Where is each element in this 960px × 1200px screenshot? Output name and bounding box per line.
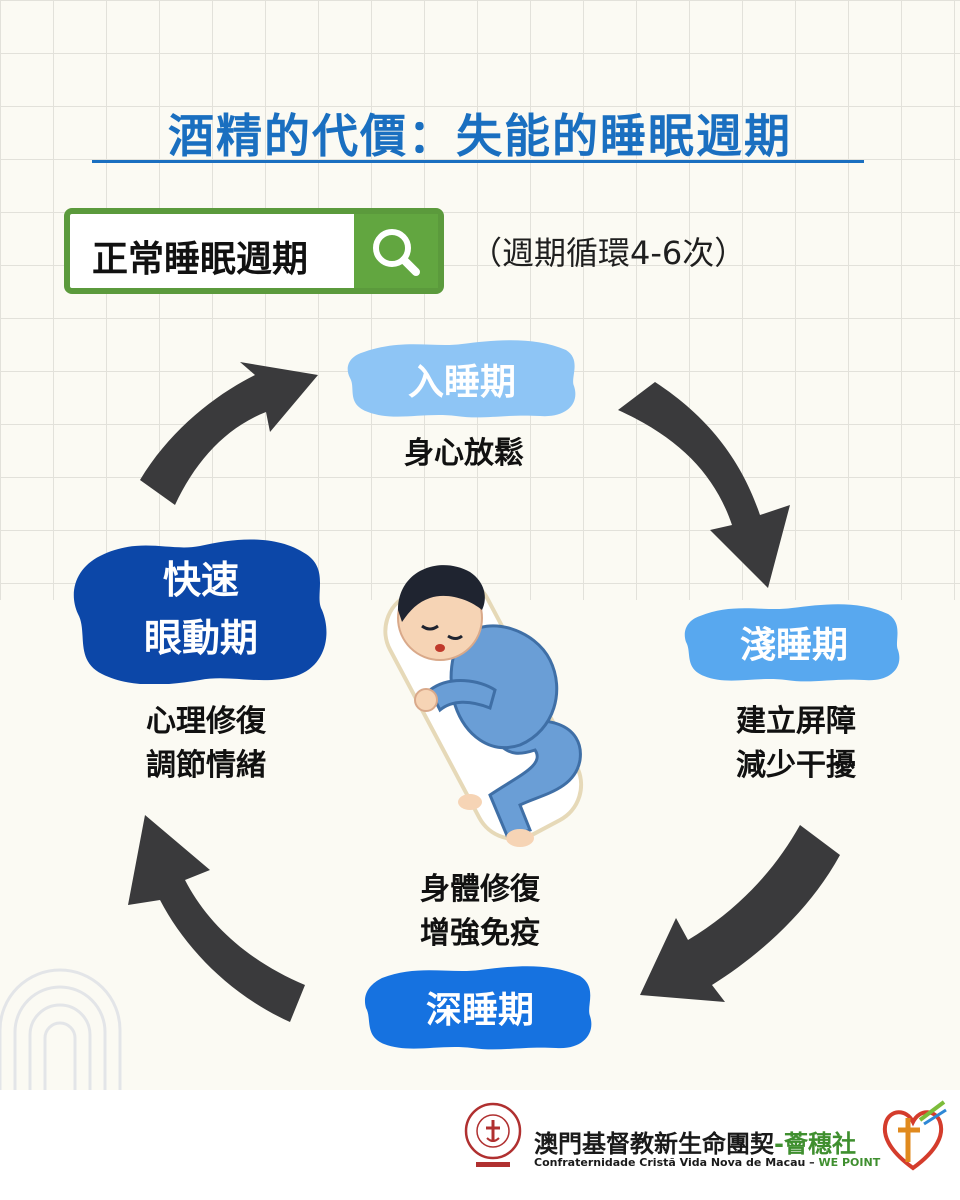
blob-shape	[73, 539, 327, 684]
arrow-onset-to-light	[618, 382, 790, 588]
blob-shape	[684, 604, 900, 682]
page-title: 酒精的代價：失能的睡眠週期	[168, 109, 792, 163]
stage-rem-name-line2: 眼動期	[143, 616, 258, 660]
stage-rem-desc: 心理修復 調節情緒	[146, 704, 266, 783]
arrow-deep-to-rem	[128, 815, 305, 1022]
arch-decoration	[0, 968, 122, 1090]
program-name: -薈穗社	[774, 1130, 856, 1158]
blob-shape	[347, 340, 576, 418]
stage-deep-blob: 深睡期	[362, 962, 598, 1052]
stage-rem-blob: 快速 眼動期	[70, 534, 332, 684]
stage-light-desc: 建立屏障 減少干擾	[736, 704, 856, 783]
stage-light-name: 淺睡期	[739, 625, 848, 666]
we-point-logo	[882, 1100, 947, 1171]
stage-onset-blob: 入睡期	[344, 338, 580, 420]
stage-onset-name: 入睡期	[407, 362, 516, 403]
cycle-note: （週期循環4-6次）	[470, 234, 747, 272]
search-bar-label: 正常睡眠週期	[92, 239, 309, 280]
footer: 澳門基督教新生命團契-薈穗社 Confraternidade Cristã Vi…	[0, 1090, 960, 1200]
stage-deep-name: 深睡期	[425, 990, 534, 1031]
search-icon	[373, 229, 420, 276]
search-button[interactable]	[354, 214, 438, 288]
org-name: 澳門基督教新生命團契-薈穗社	[534, 1130, 856, 1158]
stage-deep-desc: 身體修復 增強免疫	[420, 872, 540, 951]
stage-rem-name-line1: 快速	[162, 558, 239, 602]
title-underline	[92, 160, 864, 163]
church-logo	[464, 1102, 522, 1167]
org-subtitle: Confraternidade Cristã Vida Nova de Maca…	[534, 1156, 881, 1169]
stage-light-blob: 淺睡期	[682, 600, 906, 684]
cycle-arrows	[128, 362, 840, 1022]
stage-onset-desc: 身心放鬆	[404, 436, 524, 471]
arrow-rem-to-onset	[140, 362, 318, 505]
search-bar[interactable]: 正常睡眠週期	[64, 208, 444, 294]
program-en: WE POINT	[818, 1156, 881, 1169]
blob-shape	[364, 966, 592, 1050]
sleeping-person-illustration	[383, 565, 584, 847]
arrow-light-to-deep	[640, 825, 840, 1002]
